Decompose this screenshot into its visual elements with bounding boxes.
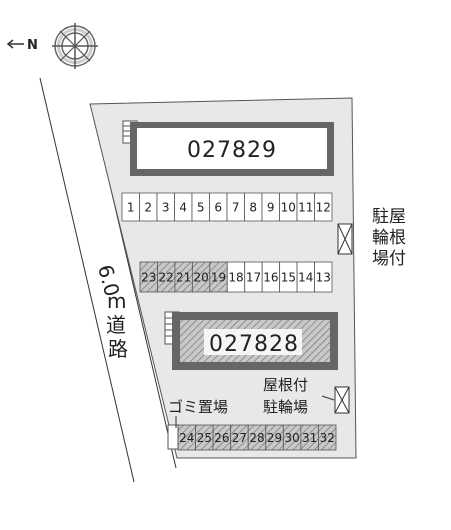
bike-parking-2-line2: 駐輪場 (263, 398, 308, 416)
parking-space-number: 28 (249, 431, 264, 445)
parking-space-number: 18 (228, 271, 243, 285)
parking-space-number: 30 (284, 431, 299, 445)
parking-space-number: 5 (197, 201, 205, 215)
building-label-2: 027828 (209, 332, 299, 357)
road-unit-label: m (107, 289, 126, 313)
parking-space-number: 11 (298, 201, 313, 215)
parking-space-number: 27 (232, 431, 247, 445)
parking-space (318, 424, 337, 451)
parking-space-number: 9 (267, 201, 275, 215)
bike-parking-1-line2: 輪根 (372, 228, 406, 248)
parking-space-number: 31 (302, 431, 317, 445)
building-label-1: 027829 (187, 138, 277, 163)
bike-parking-1-line3: 場付 (372, 249, 406, 269)
garbage-area (167, 424, 179, 450)
bike-parking-2: 屋根付 駐輪場 (263, 376, 350, 416)
parking-space-number: 10 (281, 201, 296, 215)
parking-space-number: 15 (281, 271, 296, 285)
parking-space-number: 7 (232, 201, 240, 215)
parking-space-number: 24 (179, 431, 194, 445)
building-027828: 027828 (164, 311, 338, 370)
parking-space-number: 21 (176, 271, 191, 285)
building-label-2-bg (204, 329, 302, 355)
parking-space-number: 3 (162, 201, 170, 215)
parking-space-number: 6 (214, 201, 222, 215)
compass-rose-icon: N (6, 23, 98, 69)
parking-space-number: 29 (267, 431, 282, 445)
garbage-label: ゴミ置場 (168, 398, 228, 416)
bike-parking-1: 駐屋 輪根 場付 (337, 207, 406, 269)
parking-space-number: 26 (214, 431, 229, 445)
parking-space-number: 13 (316, 271, 331, 285)
parking-space-number: 23 (141, 271, 156, 285)
parking-space-number: 20 (193, 271, 208, 285)
road-name-1: 道 (106, 313, 126, 337)
parking-space-number: 19 (211, 271, 226, 285)
bike-parking-1-line1: 駐屋 (372, 207, 406, 227)
parking-space-number: 32 (320, 431, 335, 445)
bike-parking-2-line1: 屋根付 (263, 376, 308, 394)
road-name-2: 路 (108, 337, 128, 361)
parking-space-number: 17 (246, 271, 261, 285)
building-027829: 027829 (122, 120, 334, 176)
parking-space-number: 14 (298, 271, 313, 285)
road-edge-left (39, 77, 135, 483)
parking-space-number: 16 (263, 271, 278, 285)
parking-space-number: 12 (316, 201, 331, 215)
parking-space-number: 25 (197, 431, 212, 445)
parking-space-number: 8 (249, 201, 257, 215)
parking-space (314, 261, 333, 293)
parking-space-number: 22 (159, 271, 174, 285)
parking-space-number: 4 (179, 201, 187, 215)
parking-space (314, 192, 333, 222)
compass-north-label: N (27, 38, 38, 53)
parking-space-number: 2 (144, 201, 152, 215)
parking-space-number: 1 (127, 201, 135, 215)
